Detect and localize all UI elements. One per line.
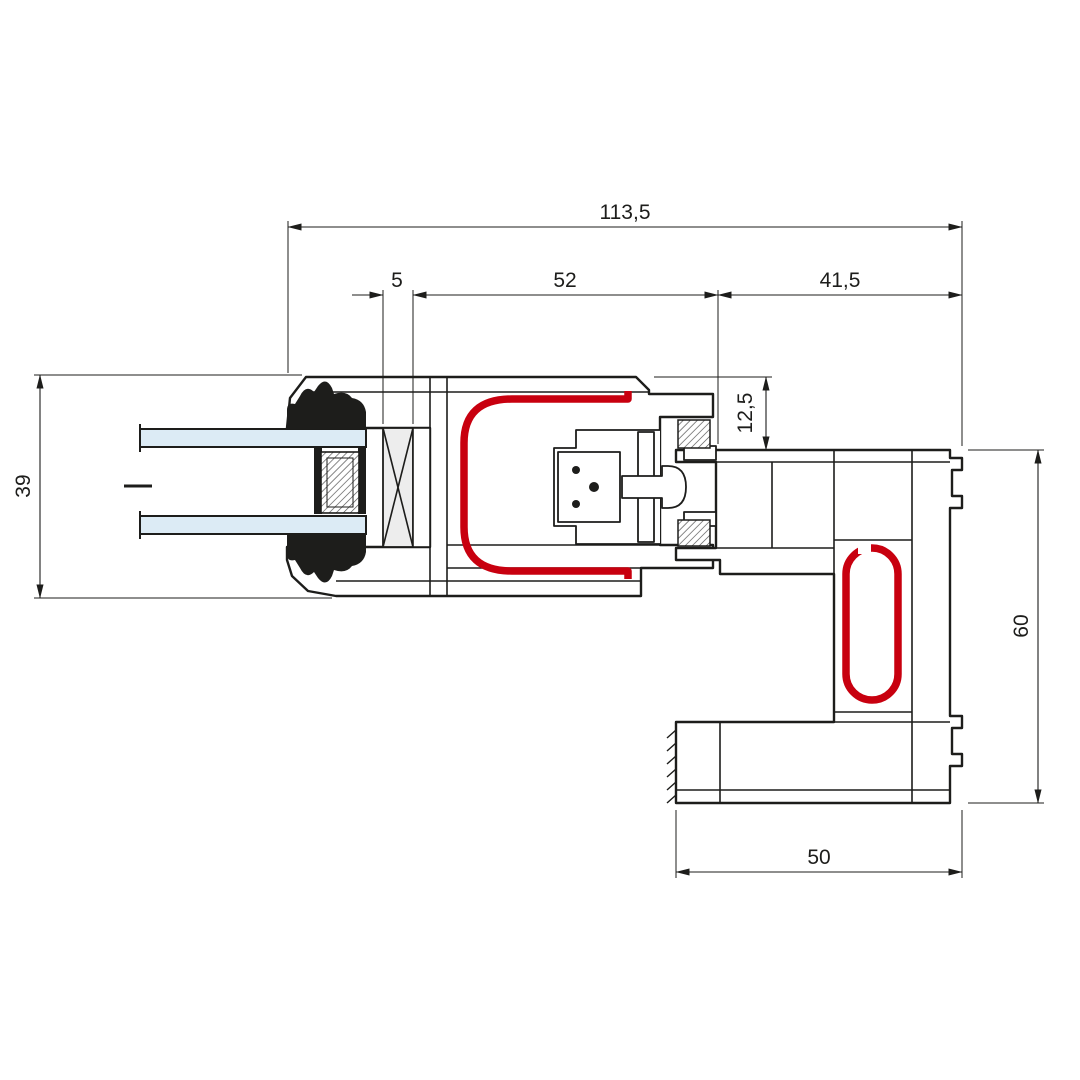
glazing-gasket-bottom — [287, 534, 366, 583]
dim-label-overlap-width: 41,5 — [820, 269, 861, 292]
cam-pivot — [589, 482, 599, 492]
dim-label-total-width: 113,5 — [600, 201, 651, 224]
dim-rebate-gap: 12,5 — [734, 376, 770, 451]
frame-serrations — [666, 729, 677, 804]
spacer-inner-line — [326, 457, 354, 508]
dim-total-width: 113,5 — [287, 201, 963, 231]
butyl-seal-right — [358, 448, 366, 514]
mushroom-cam — [621, 465, 687, 509]
glass-unit — [124, 424, 367, 539]
rebate-seal-top — [677, 419, 711, 449]
dim-frame-width: 50 — [675, 846, 963, 876]
frame-profile — [666, 448, 964, 805]
butyl-seal-left — [314, 448, 322, 514]
rivet — [572, 466, 580, 474]
dim-frame-height: 60 — [1010, 449, 1042, 804]
locking-hardware — [553, 429, 717, 545]
frame-outline — [674, 448, 964, 805]
dim-glazing-shim: 5 — [352, 269, 403, 299]
rebate-seal-bottom — [677, 519, 711, 547]
glazing-block-cross — [382, 427, 414, 548]
glazing-packer — [412, 427, 431, 548]
rivet — [572, 500, 580, 508]
glass-pane-inner — [139, 515, 367, 535]
glazing-gaskets — [287, 381, 366, 583]
glazing-gasket-top — [287, 381, 366, 429]
dim-glass-package: 39 — [12, 374, 44, 599]
dim-label-frame-width: 50 — [807, 846, 830, 869]
rebate-seals — [677, 419, 711, 547]
dim-sash-width: 52 — [412, 269, 719, 299]
dim-label-sash-width: 52 — [553, 269, 576, 292]
seal-gap — [858, 542, 871, 554]
dimensions: 113,5 5 52 41,5 39 12,5 60 50 — [12, 201, 1044, 878]
dim-overlap-width: 41,5 — [717, 269, 963, 299]
dim-label-rebate-gap: 12,5 — [734, 393, 757, 434]
sash-center-seal-red — [460, 391, 632, 579]
dim-label-glass-package: 39 — [12, 474, 35, 497]
glass-pane-outer — [139, 428, 367, 448]
dim-label-glazing-shim: 5 — [391, 269, 403, 292]
dim-label-frame-height: 60 — [1010, 614, 1033, 637]
red-seals — [460, 391, 902, 704]
frame-chamber-seal-red — [842, 544, 902, 704]
